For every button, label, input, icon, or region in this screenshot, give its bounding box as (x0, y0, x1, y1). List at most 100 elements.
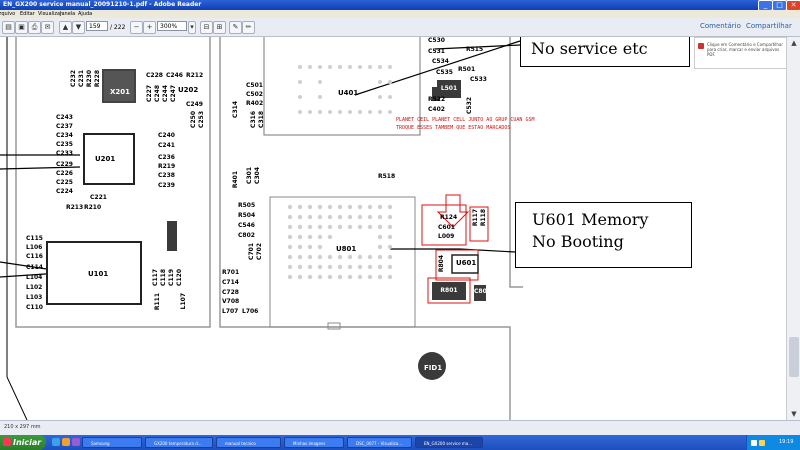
ie-quicklaunch-icon[interactable] (52, 438, 60, 446)
label-c120: C120 (176, 269, 183, 286)
label-c530: C530 (428, 37, 445, 44)
label-c226: C226 (56, 170, 73, 177)
label-v708: V708 (222, 298, 240, 305)
label-c117: C117 (152, 269, 159, 286)
label-r515: R515 (466, 46, 484, 53)
chip-label-u601: U601 (456, 259, 477, 267)
menu-view[interactable]: Visualizar (38, 11, 63, 17)
component-c808 (474, 285, 486, 301)
zoom-out-icon[interactable]: − (130, 21, 143, 34)
window-title: EN_GX200 service manual_20091210-1.pdf -… (3, 1, 202, 8)
red-note-line-2: TROQUE ESSES TAMBEM QUE ESTAO MARCADOS (396, 125, 511, 131)
task-manual-tecnico[interactable]: manual tecnico (216, 437, 281, 448)
previous-page-icon[interactable]: ▲ (59, 21, 72, 34)
chip-label-u201: U201 (95, 155, 116, 163)
label-r111: R111 (154, 293, 161, 311)
label-l106: L106 (26, 244, 43, 251)
label-c728: C728 (222, 289, 239, 296)
info-icon (698, 43, 704, 49)
chip-label-u801: U801 (336, 245, 357, 253)
share-button[interactable]: Compartilhar (746, 22, 792, 30)
task-samsung[interactable]: Samsung (82, 437, 142, 448)
clock: 19:19 (779, 439, 794, 445)
label-c532: C532 (466, 97, 473, 114)
label-r504: R504 (238, 212, 256, 219)
label-c110: C110 (26, 304, 43, 311)
menu-edit[interactable]: Editar (20, 11, 35, 17)
task-dsc0077-viewer[interactable]: DSC_0077 - Visualiza... (347, 437, 412, 448)
task-minhas-imagens[interactable]: Minhas imagens (284, 437, 344, 448)
label-c248: C248 (154, 85, 161, 102)
label-c116: C116 (26, 253, 43, 260)
menu-help[interactable]: Ajuda (78, 11, 93, 17)
scroll-up-icon[interactable]: ▲ (791, 39, 797, 47)
callout-u601-line-2: No Booting (532, 232, 624, 251)
status-bar: 210 x 297 mm (0, 420, 800, 436)
fit-page-icon[interactable]: ⊟ (200, 21, 213, 34)
menu-window[interactable]: Janela (60, 11, 76, 17)
board-outline (0, 37, 523, 420)
pdf-document-view[interactable]: X201 U202 U201 U401 L501 U101 U801 U601 … (0, 37, 785, 420)
label-r701: R701 (222, 269, 240, 276)
label-c243: C243 (56, 114, 73, 121)
task-adobe-reader[interactable]: EN_GX200 service ma... (415, 437, 483, 448)
label-l706: L706 (242, 308, 259, 315)
media-quicklaunch-icon[interactable] (72, 438, 80, 446)
label-c534: C534 (432, 58, 449, 65)
start-button[interactable]: Iniciar (0, 435, 46, 450)
comment-share-panel: Clique em Comentário e Compartilhar para… (694, 37, 788, 69)
label-c221: C221 (90, 194, 107, 201)
page-number-input[interactable]: 159 (86, 21, 108, 31)
network-icon[interactable] (751, 440, 757, 446)
open-icon[interactable]: ▤ (2, 21, 15, 34)
next-page-icon[interactable]: ▼ (72, 21, 85, 34)
label-c238: C238 (158, 172, 175, 179)
label-c244: C244 (162, 85, 169, 102)
label-l009: L009 (438, 233, 455, 240)
label-c224: C224 (56, 188, 73, 195)
taskbar: Iniciar Samsung GX200 temperatura d... m… (0, 435, 800, 450)
explorer-quicklaunch-icon[interactable] (62, 438, 70, 446)
toolbar: ▤ ▣ ⎙ ✉ ▲ ▼ 159 / 222 − + 300% ▾ ⊟ ⊞ ✎ ✏… (0, 18, 800, 37)
email-icon[interactable]: ✉ (41, 21, 54, 34)
label-c502: C502 (246, 91, 263, 98)
label-r501: R501 (458, 66, 476, 73)
fit-width-icon[interactable]: ⊞ (213, 21, 226, 34)
label-c250: C250 (190, 111, 197, 128)
label-c229: C229 (56, 161, 73, 168)
highlight-icon[interactable]: ✏ (242, 21, 255, 34)
scroll-thumb[interactable] (789, 337, 799, 377)
scroll-down-icon[interactable]: ▼ (791, 410, 797, 418)
label-c247: C247 (170, 85, 177, 102)
label-c253: C253 (198, 111, 205, 128)
volume-icon[interactable] (759, 440, 765, 446)
label-c118: C118 (160, 269, 167, 286)
label-c318: C318 (258, 111, 265, 128)
chip-u201 (83, 133, 135, 185)
comment-share-hint: Clique em Comentário e Compartilhar para… (707, 42, 784, 57)
label-r505: R505 (238, 202, 256, 209)
label-l707: L707 (222, 308, 239, 315)
menu-file[interactable]: Arquivo (0, 11, 16, 17)
save-icon[interactable]: ▣ (15, 21, 28, 34)
label-c235: C235 (56, 141, 73, 148)
fiducial-label: FID1 (424, 364, 443, 372)
zoom-select[interactable]: 300% (157, 21, 187, 31)
sticky-note-icon[interactable]: ✎ (229, 21, 242, 34)
chip-r801: R801 (432, 282, 466, 300)
zoom-dropdown-icon[interactable]: ▾ (188, 21, 196, 34)
callout-no-service-text: No service etc (531, 39, 648, 58)
system-tray: 19:19 (746, 435, 800, 450)
label-c601: C601 (438, 224, 455, 231)
task-gx200-temperatura[interactable]: GX200 temperatura d... (145, 437, 213, 448)
label-c531: C531 (428, 48, 445, 55)
comment-button[interactable]: Comentário (700, 22, 741, 30)
label-c249: C249 (186, 101, 203, 108)
start-label: Iniciar (13, 438, 42, 447)
label-c240: C240 (158, 132, 175, 139)
label-r210: R210 (84, 204, 102, 211)
label-c246: C246 (166, 72, 183, 79)
print-icon[interactable]: ⎙ (28, 21, 41, 34)
zoom-in-icon[interactable]: + (143, 21, 156, 34)
vertical-scrollbar[interactable]: ▲ ▼ (786, 37, 800, 420)
